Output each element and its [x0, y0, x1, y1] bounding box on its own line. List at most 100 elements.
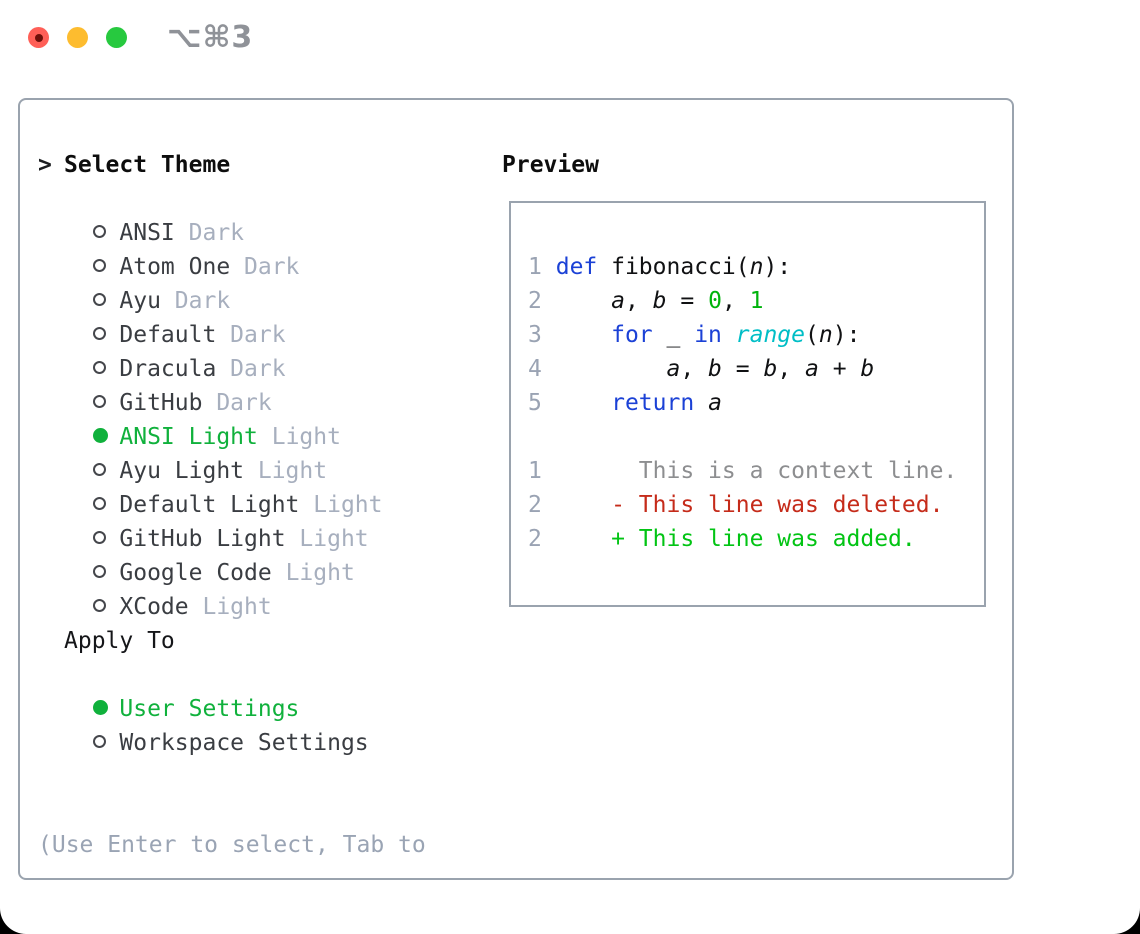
apply-to-option[interactable]: Workspace Settings: [38, 692, 426, 756]
code-token-kw: return: [611, 390, 695, 416]
theme-option[interactable]: Ayu Light Light: [38, 420, 426, 484]
theme-option[interactable]: Default Light Light: [38, 454, 426, 518]
code-token-var: n: [749, 254, 764, 280]
theme-option[interactable]: GitHub Dark: [38, 352, 426, 416]
select-theme-label: Select Theme: [64, 152, 231, 178]
option-variant: Dark: [216, 356, 286, 382]
tui-panel: > Select Theme ANSI Dark Atom One Dark Ay…: [18, 98, 1014, 880]
option-name: ANSI: [119, 220, 175, 246]
radio-icon: [93, 428, 109, 443]
radio-icon: [93, 395, 107, 408]
preview-header: Preview: [502, 152, 599, 178]
theme-option[interactable]: ANSI Dark: [38, 182, 426, 246]
code-token-var: b: [708, 356, 722, 382]
code-token-plain: [542, 356, 667, 382]
titlebar: ⌥⌘3: [0, 0, 1140, 72]
code-token-plain: _: [652, 322, 695, 348]
theme-option[interactable]: Ayu Dark: [38, 250, 426, 314]
radio-icon: [93, 327, 107, 340]
line-number: 2: [528, 492, 542, 518]
code-token-kw: def: [555, 254, 598, 280]
code-token-num: 1: [749, 288, 764, 314]
option-name: XCode: [119, 594, 189, 620]
code-line: 1 This is a context line.: [528, 454, 957, 488]
option-variant: Dark: [216, 322, 286, 348]
theme-option[interactable]: Google Code Light: [38, 522, 426, 586]
code-line: 3 for _ in range(n):: [528, 318, 957, 352]
radio-icon: [93, 259, 107, 272]
theme-list: ANSI Dark Atom One Dark Ayu Dark Default…: [38, 182, 426, 620]
code-token-fn: range: [735, 322, 806, 348]
close-button[interactable]: [28, 27, 49, 48]
code-token-plain: [542, 254, 556, 280]
code-line: 2 a, b = 0, 1: [528, 284, 957, 318]
help-text: (Use Enter to select, Tab to change focu…: [38, 760, 426, 934]
help-line-2: change focus): [38, 930, 426, 934]
code-token-plain: =: [721, 356, 764, 382]
option-variant: Dark: [230, 254, 300, 280]
option-variant: Light: [244, 458, 328, 484]
code-token-plain: [542, 288, 611, 314]
theme-option[interactable]: Atom One Dark: [38, 216, 426, 280]
code-token-var: a: [805, 356, 819, 382]
theme-option[interactable]: XCode Light: [38, 556, 426, 620]
option-variant: Light: [188, 594, 272, 620]
code-token-plain: ,: [680, 356, 709, 382]
code-token-plain: ,: [777, 356, 806, 382]
line-number: 4: [528, 356, 542, 382]
radio-icon: [93, 531, 107, 544]
theme-option[interactable]: Default Dark: [38, 284, 426, 348]
option-name: Default: [119, 322, 217, 348]
code-token-add: + This line was added.: [611, 526, 916, 552]
option-variant: Dark: [174, 220, 245, 246]
code-token-del: - This line was deleted.: [611, 492, 944, 518]
option-variant: Light: [299, 492, 383, 518]
screenshot-corner: [1112, 906, 1140, 934]
code-token-plain: (: [805, 322, 819, 348]
cursor-chevron-icon: >: [38, 152, 52, 178]
option-name: Atom One: [119, 254, 231, 280]
code-token-plain: ):: [763, 254, 792, 280]
option-variant: Dark: [202, 390, 272, 416]
radio-icon: [93, 735, 107, 748]
line-number: 5: [528, 390, 542, 416]
code-token-var: b: [652, 288, 667, 314]
line-number: 2: [528, 288, 542, 314]
code-token-plain: [722, 322, 736, 348]
code-token-plain: [542, 322, 611, 348]
option-name: GitHub: [119, 390, 203, 416]
code-line: 4 a, b = b, a + b: [528, 352, 957, 386]
code-token-var: a: [666, 356, 681, 382]
line-number: 1: [528, 458, 542, 484]
code-token-num: 0: [708, 288, 722, 314]
radio-icon: [93, 293, 107, 306]
option-name: Workspace Settings: [119, 730, 369, 756]
code-token-plain: =: [666, 288, 709, 314]
option-name: GitHub Light: [119, 526, 286, 552]
option-variant: Light: [257, 424, 341, 450]
option-name: Ayu: [119, 288, 161, 314]
zoom-button[interactable]: [106, 27, 127, 48]
option-name: ANSI Light: [119, 424, 258, 450]
code-token-plain: fibonacci(: [597, 254, 750, 280]
code-token-plain: ,: [721, 288, 750, 314]
code-token-ctx: This is a context line.: [638, 458, 958, 484]
code-blank-line: [528, 420, 957, 454]
apply-to-list: User Settings Workspace Settings: [38, 658, 426, 756]
radio-icon: [93, 700, 109, 715]
option-name: Google Code: [119, 560, 272, 586]
theme-menu: > Select Theme ANSI Dark Atom One Dark Ay…: [38, 148, 426, 934]
select-theme-header: > Select Theme: [38, 148, 426, 182]
radio-icon: [93, 463, 107, 476]
theme-option[interactable]: Dracula Dark: [38, 318, 426, 382]
line-number: 3: [528, 322, 542, 348]
code-token-kw: in: [694, 322, 722, 348]
minimize-button[interactable]: [67, 27, 88, 48]
theme-option[interactable]: ANSI Light Light: [38, 386, 426, 450]
close-dot-icon: [34, 33, 43, 42]
apply-to-option[interactable]: User Settings: [38, 658, 426, 722]
radio-icon: [93, 599, 107, 612]
theme-option[interactable]: GitHub Light Light: [38, 488, 426, 552]
